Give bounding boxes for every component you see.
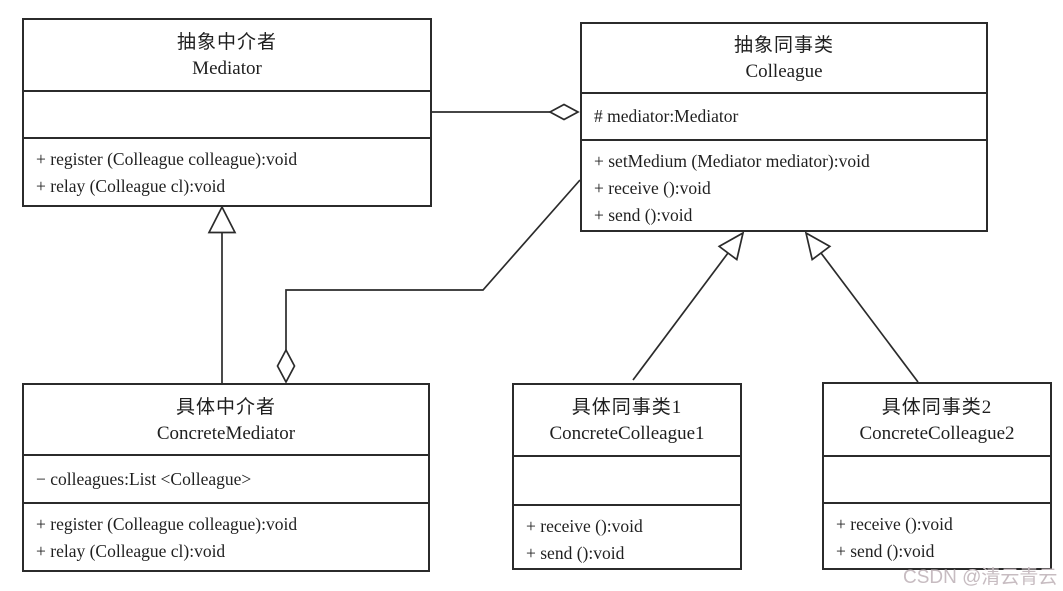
aggregation-diamond-icon [276,348,296,384]
class-title-en: ConcreteMediator [156,422,296,444]
class-box-mediator: 抽象中介者 Mediator + register (Colleague col… [22,18,432,207]
attribute: # mediator:Mediator [594,106,739,126]
class-title-cn: 抽象中介者 [176,32,277,53]
method: + receive ():void [594,178,711,198]
csdn-watermark: CSDN @清云青云 [903,567,1058,588]
class-methods-section: + register (Colleague colleague):void + … [24,502,428,570]
class-attributes-section: − colleagues:List <Colleague> [24,454,428,502]
class-box-colleague: 抽象同事类 Colleague # mediator:Mediator + se… [580,22,988,232]
inheritance-triangle-icon [804,231,832,262]
class-title-cn: 具体同事类2 [881,396,993,418]
class-title-en: ConcreteColleague1 [549,423,705,444]
class-methods-section: + receive ():void + send ():void [514,504,740,568]
class-box-concrete-colleague-2: 具体同事类2 ConcreteColleague2 + receive ():v… [822,382,1052,570]
class-box-concrete-mediator: 具体中介者 ConcreteMediator − colleagues:List… [22,383,430,572]
class-methods-section: + register (Colleague colleague):void + … [24,137,430,205]
class-title-en: Mediator [192,58,262,79]
class-title-section: 具体中介者 ConcreteMediator [24,385,428,454]
inheritance-triangle-icon [207,205,237,234]
method: + register (Colleague colleague):void [36,149,298,169]
class-box-concrete-colleague-1: 具体同事类1 ConcreteColleague1 + receive ():v… [512,383,742,570]
class-title-section: 具体同事类1 ConcreteColleague1 [514,385,740,455]
inheritance-triangle-icon [717,231,745,262]
method: + send ():void [594,205,693,225]
class-methods-section: + setMedium (Mediator mediator):void + r… [582,139,986,230]
method: + receive ():void [526,516,643,536]
class-attributes-section [514,455,740,504]
class-title-en: Colleague [745,61,823,82]
inheritance-line-concretecolleague2 [820,252,919,383]
class-title-cn: 具体中介者 [175,396,276,418]
class-title-cn: 抽象同事类 [733,35,834,56]
class-title-en: ConcreteColleague2 [859,422,1015,444]
class-title-section: 具体同事类2 ConcreteColleague2 [824,384,1050,455]
aggregation-diamond-icon [548,103,580,121]
class-title-section: 抽象同事类 Colleague [582,24,986,92]
method: + send ():void [526,543,625,563]
class-attributes-section [824,455,1050,502]
class-attributes-section: # mediator:Mediator [582,92,986,139]
class-methods-section: + receive ():void + send ():void [824,502,1050,568]
method: + send ():void [836,541,935,561]
inheritance-line-concretecolleague1 [632,252,729,381]
method: + register (Colleague colleague):void [36,514,298,534]
method: + setMedium (Mediator mediator):void [594,151,870,171]
class-title-section: 抽象中介者 Mediator [24,20,430,90]
class-attributes-section [24,90,430,137]
attribute: − colleagues:List <Colleague> [36,468,252,489]
method: + receive ():void [836,514,953,534]
method: + relay (Colleague cl):void [36,541,226,561]
method: + relay (Colleague cl):void [36,176,226,196]
class-title-cn: 具体同事类1 [571,397,683,418]
